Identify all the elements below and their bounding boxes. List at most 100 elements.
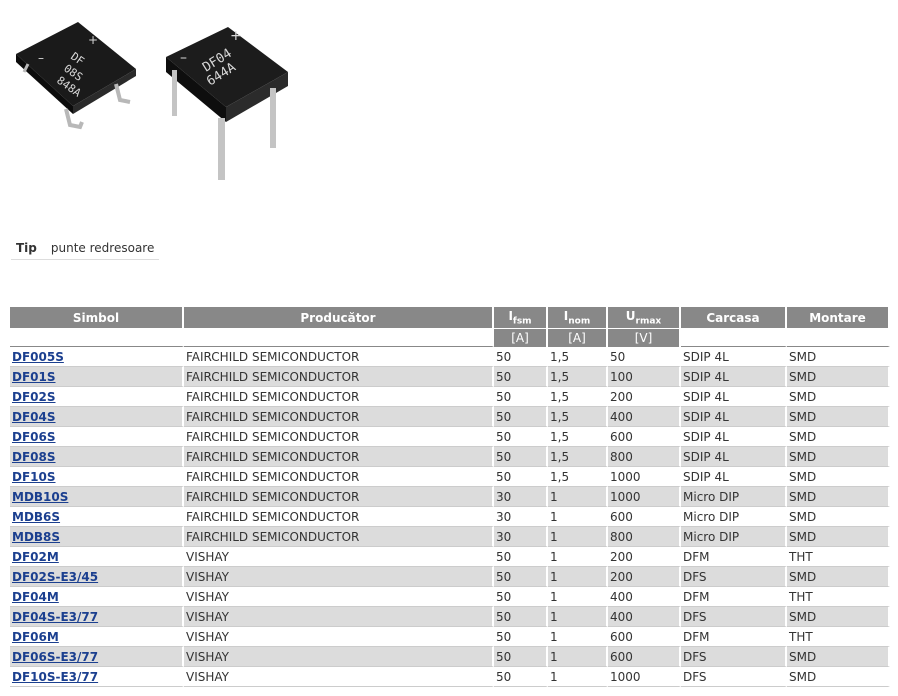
part-symbol-link[interactable]: DF01S [12,369,56,384]
part-symbol-link[interactable]: DF06S [12,429,56,444]
cell-producator: VISHAY [184,647,494,667]
part-symbol-link[interactable]: DF04S-E3/77 [12,609,99,624]
cell-inom: 1 [548,507,608,527]
cell-montare: SMD [787,347,890,367]
cell-montare: SMD [787,507,890,527]
header-urmax[interactable]: Urmax [608,307,681,328]
cell-montare: SMD [787,447,890,467]
cell-simbol: DF01S [10,367,184,387]
part-symbol-link[interactable]: DF08S [12,449,56,464]
cell-producator: FAIRCHILD SEMICONDUCTOR [184,487,494,507]
part-symbol-link[interactable]: DF10S [12,469,56,484]
cell-inom: 1 [548,487,608,507]
cell-carcasa: Micro DIP [681,527,787,547]
cell-urmax: 600 [608,647,681,667]
part-symbol-link[interactable]: DF005S [12,349,64,364]
cell-urmax: 400 [608,607,681,627]
cell-simbol: DF02S-E3/45 [10,567,184,587]
header-inom[interactable]: Inom [548,307,608,328]
part-symbol-link[interactable]: MDB10S [12,489,69,504]
cell-urmax: 600 [608,627,681,647]
cell-producator: FAIRCHILD SEMICONDUCTOR [184,507,494,527]
part-symbol-link[interactable]: DF06S-E3/77 [12,649,99,664]
cell-urmax: 800 [608,527,681,547]
part-symbol-link[interactable]: DF02S-E3/45 [12,569,99,584]
cell-urmax: 200 [608,387,681,407]
cell-carcasa: SDIP 4L [681,407,787,427]
cell-inom: 1 [548,567,608,587]
cell-carcasa: SDIP 4L [681,447,787,467]
table-units-row: [A] [A] [V] [10,328,890,347]
cell-inom: 1,5 [548,367,608,387]
cell-montare: THT [787,547,890,567]
cell-carcasa: SDIP 4L [681,427,787,447]
unit-inom: [A] [548,328,608,347]
cell-montare: SMD [787,667,890,687]
cell-producator: VISHAY [184,627,494,647]
cell-inom: 1 [548,527,608,547]
header-montare[interactable]: Montare [787,307,890,328]
header-ifsm[interactable]: Ifsm [494,307,548,328]
cell-producator: FAIRCHILD SEMICONDUCTOR [184,447,494,467]
cell-producator: VISHAY [184,607,494,627]
cell-inom: 1 [548,587,608,607]
svg-text:–: – [38,51,44,65]
header-carcasa[interactable]: Carcasa [681,307,787,328]
cell-montare: SMD [787,467,890,487]
cell-inom: 1,5 [548,467,608,487]
cell-simbol: DF02S [10,387,184,407]
cell-producator: VISHAY [184,567,494,587]
cell-inom: 1 [548,627,608,647]
cell-carcasa: SDIP 4L [681,387,787,407]
cell-inom: 1 [548,667,608,687]
cell-carcasa: DFM [681,627,787,647]
cell-simbol: DF08S [10,447,184,467]
cell-carcasa: DFS [681,607,787,627]
header-simbol[interactable]: Simbol [10,307,184,328]
part-symbol-link[interactable]: MDB6S [12,509,61,524]
cell-montare: SMD [787,487,890,507]
svg-text:DF: DF [68,50,86,68]
part-symbol-link[interactable]: DF04S [12,409,56,424]
cell-simbol: DF10S-E3/77 [10,667,184,687]
svg-text:+: + [88,33,98,47]
cell-montare: THT [787,587,890,607]
tip-label: Tip [16,241,37,255]
cell-urmax: 1000 [608,667,681,687]
part-symbol-link[interactable]: DF06M [12,629,59,644]
part-symbol-link[interactable]: DF02S [12,389,56,404]
part-symbol-link[interactable]: DF02M [12,549,59,564]
part-symbol-link[interactable]: MDB8S [12,529,61,544]
cell-inom: 1 [548,647,608,667]
cell-carcasa: SDIP 4L [681,467,787,487]
bridge-rectifier-dip-photo: DF04 644A + – [166,27,288,180]
part-symbol-link[interactable]: DF10S-E3/77 [12,669,99,684]
cell-simbol: DF10S [10,467,184,487]
cell-ifsm: 50 [494,547,548,567]
cell-urmax: 600 [608,427,681,447]
cell-ifsm: 50 [494,647,548,667]
cell-montare: SMD [787,427,890,447]
cell-ifsm: 50 [494,667,548,687]
cell-producator: FAIRCHILD SEMICONDUCTOR [184,407,494,427]
table-header-row: Simbol Producător Ifsm Inom Urmax Carcas… [10,307,890,328]
cell-urmax: 50 [608,347,681,367]
cell-inom: 1,5 [548,447,608,467]
cell-inom: 1,5 [548,407,608,427]
cell-producator: VISHAY [184,547,494,567]
cell-producator: FAIRCHILD SEMICONDUCTOR [184,427,494,447]
cell-producator: VISHAY [184,587,494,607]
header-producator[interactable]: Producător [184,307,494,328]
part-symbol-link[interactable]: DF04M [12,589,59,604]
